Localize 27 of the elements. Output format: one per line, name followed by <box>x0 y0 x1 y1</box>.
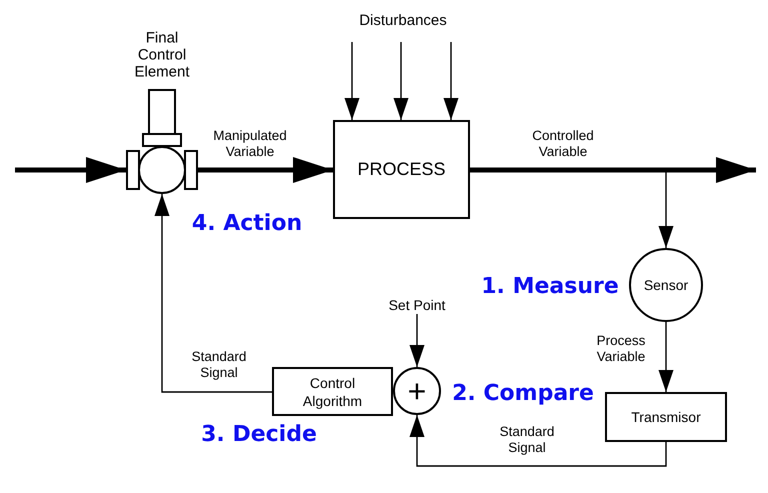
arrow <box>15 157 126 183</box>
setpoint-label: Set Point <box>377 296 457 314</box>
step-label: 2. Compare <box>452 380 594 408</box>
arrow <box>198 157 333 183</box>
node-text: Sensor <box>644 276 688 294</box>
step-label: 3. Decide <box>201 422 317 448</box>
arrow <box>344 42 360 120</box>
step-label: 1. Measure <box>481 274 619 300</box>
arrow <box>470 157 756 183</box>
node-text: PROCESS <box>357 158 446 181</box>
step-label: 4. Action <box>192 210 302 238</box>
control-valve-symbol <box>126 89 198 194</box>
process-box <box>333 120 470 219</box>
arrow <box>410 314 424 367</box>
node-text: Control Algorithm <box>302 374 364 410</box>
arrow <box>410 415 667 467</box>
node-text: Transmisor <box>631 408 701 426</box>
node-caption: Final Control Element <box>133 30 191 80</box>
transmitter-box <box>605 392 727 442</box>
arrow <box>444 42 458 120</box>
arrow <box>394 42 408 120</box>
node-text: + <box>408 375 426 407</box>
algorithm-box <box>272 367 393 416</box>
summing-junction <box>393 367 441 415</box>
arrow <box>154 194 272 393</box>
arrow <box>658 322 674 392</box>
annotation-label: Disturbances <box>359 12 447 30</box>
